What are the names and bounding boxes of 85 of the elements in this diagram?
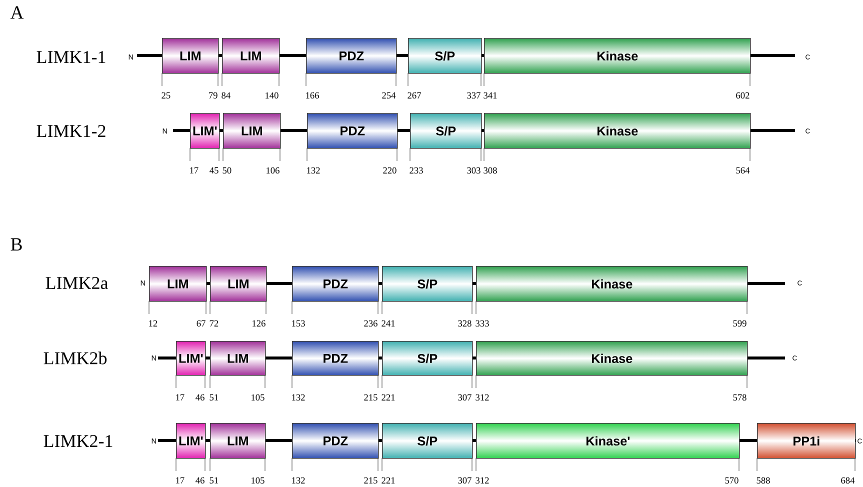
domain-box: LIM bbox=[222, 38, 280, 74]
residue-number: 333 bbox=[476, 320, 489, 327]
residue-number: 67 bbox=[196, 320, 206, 327]
residue-number: 599 bbox=[733, 320, 746, 327]
isoform-label: LIMK1-2 bbox=[36, 125, 106, 137]
residue-number: 132 bbox=[292, 477, 305, 484]
residue-number: 328 bbox=[458, 320, 472, 327]
residue-number: 312 bbox=[476, 394, 489, 401]
residue-number: 166 bbox=[306, 92, 319, 99]
domain-box: LIM' bbox=[176, 341, 206, 376]
residue-number: 578 bbox=[733, 394, 746, 401]
residue-number: 307 bbox=[458, 394, 472, 401]
residue-number: 17 bbox=[176, 394, 184, 400]
residue-number: 132 bbox=[307, 167, 320, 174]
domain-box: Kinase bbox=[476, 341, 748, 376]
domain-box: Kinase bbox=[484, 113, 751, 149]
domain-box: LIM bbox=[223, 113, 281, 149]
domain-box: LIM bbox=[210, 266, 267, 302]
residue-number: 105 bbox=[252, 477, 264, 484]
domain-box: LIM' bbox=[190, 113, 220, 149]
residue-number: 564 bbox=[736, 167, 750, 174]
residue-number: 588 bbox=[756, 477, 770, 484]
residue-number: 51 bbox=[210, 477, 218, 484]
residue-number: 341 bbox=[484, 92, 497, 99]
residue-number: 79 bbox=[209, 92, 218, 99]
isoform-label: LIMK2a bbox=[46, 276, 108, 290]
residue-number: 337 bbox=[467, 92, 480, 99]
domain-box: S/P bbox=[382, 266, 473, 302]
domain-box: PDZ bbox=[292, 341, 379, 376]
domain-box: S/P bbox=[408, 38, 482, 74]
domain-box: LIM bbox=[210, 423, 266, 459]
residue-number: 303 bbox=[467, 167, 480, 174]
residue-number: 236 bbox=[364, 320, 378, 327]
residue-number: 215 bbox=[364, 477, 378, 484]
domain-box: LIM bbox=[162, 38, 219, 74]
residue-number: 17 bbox=[176, 477, 184, 484]
residue-number: 153 bbox=[292, 320, 305, 327]
residue-number: 106 bbox=[266, 167, 280, 174]
residue-number: 308 bbox=[484, 167, 497, 174]
domain-box: Kinase bbox=[476, 266, 748, 302]
residue-number: 126 bbox=[252, 320, 266, 327]
residue-number: 50 bbox=[222, 167, 232, 174]
domain-box: LIM' bbox=[176, 423, 206, 459]
domain-box: PDZ bbox=[292, 266, 379, 302]
residue-number: 233 bbox=[410, 167, 423, 174]
domain-box: PDZ bbox=[292, 423, 379, 459]
residue-number: 307 bbox=[458, 477, 472, 484]
residue-number: 46 bbox=[196, 477, 204, 484]
residue-number: 25 bbox=[162, 92, 170, 99]
domain-box: S/P bbox=[410, 113, 482, 149]
panel-letter: A bbox=[10, 6, 24, 19]
domain-box: PDZ bbox=[306, 38, 397, 74]
domain-box: PP1i bbox=[757, 423, 856, 459]
residue-number: 17 bbox=[190, 167, 198, 174]
residue-number: 241 bbox=[382, 320, 395, 326]
panel-letter: B bbox=[10, 238, 22, 251]
residue-number: 51 bbox=[210, 394, 218, 401]
residue-number: 140 bbox=[266, 92, 278, 99]
isoform-label: LIMK1-1 bbox=[36, 51, 106, 63]
residue-number: 45 bbox=[210, 167, 218, 174]
residue-number: 84 bbox=[222, 92, 230, 99]
residue-number: 105 bbox=[252, 394, 264, 401]
isoform-label: LIMK2b bbox=[44, 352, 107, 364]
residue-number: 570 bbox=[725, 477, 738, 484]
residue-number: 132 bbox=[292, 394, 305, 401]
residue-number: 221 bbox=[382, 394, 395, 400]
domain-box: Kinase' bbox=[476, 423, 740, 459]
domain-box: S/P bbox=[382, 423, 473, 459]
residue-number: 267 bbox=[408, 92, 421, 99]
isoform-label: LIMK2-1 bbox=[44, 435, 112, 447]
residue-number: 220 bbox=[383, 167, 396, 174]
domain-box: Kinase bbox=[484, 38, 751, 74]
residue-number: 602 bbox=[736, 92, 750, 99]
residue-number: 221 bbox=[382, 477, 395, 484]
domain-box: S/P bbox=[382, 341, 473, 376]
domain-box: PDZ bbox=[307, 113, 398, 149]
residue-number: 684 bbox=[841, 477, 855, 484]
residue-number: 72 bbox=[210, 320, 218, 326]
residue-number: 215 bbox=[364, 394, 378, 401]
residue-number: 12 bbox=[149, 320, 158, 326]
residue-number: 312 bbox=[476, 477, 489, 484]
domain-box: LIM bbox=[149, 266, 207, 302]
domain-box: LIM bbox=[210, 341, 266, 376]
residue-number: 254 bbox=[382, 92, 396, 99]
residue-number: 46 bbox=[196, 394, 204, 401]
